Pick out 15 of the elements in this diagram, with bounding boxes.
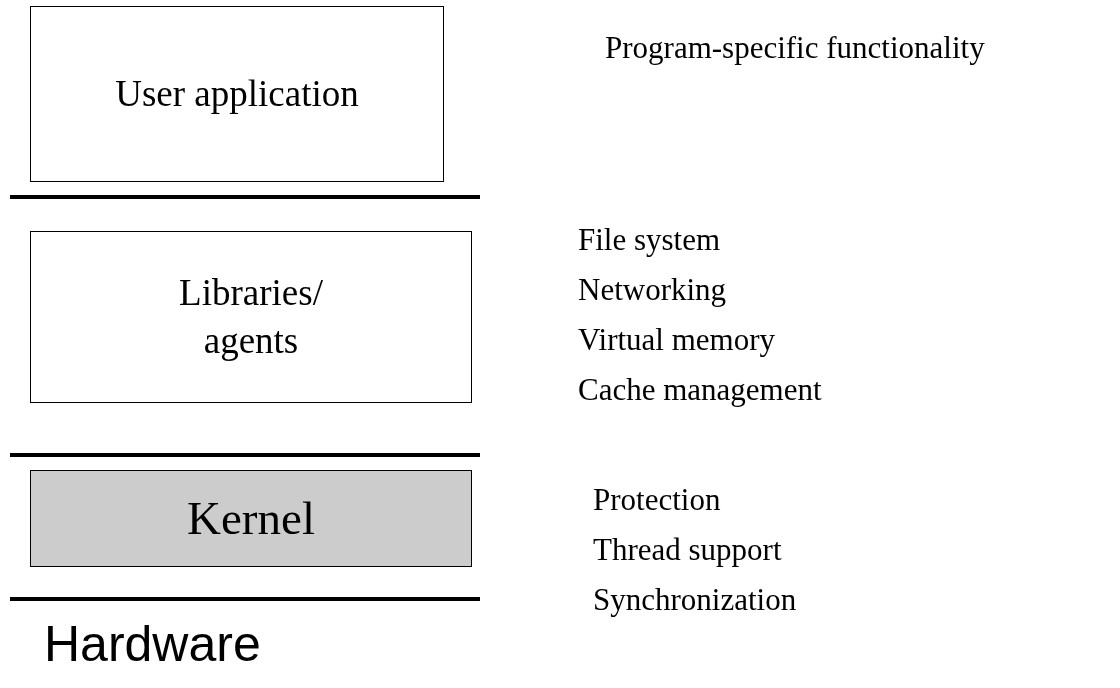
feature-text: Thread support [593,531,782,569]
shaded-layer-box [30,470,472,567]
layer-box [30,6,444,182]
layer-label: User application [115,71,359,116]
layer-box [30,231,472,403]
feature-text: Protection [593,481,721,519]
layer-label: Libraries/ agents [178,270,324,363]
feature-text: Virtual memory [578,321,775,359]
layer-label: Kernel [187,490,315,546]
feature-text: File system [578,221,721,259]
feature-text: Synchronization [593,581,797,619]
feature-text: Networking [578,271,727,309]
layer-label: Hardware [44,615,261,673]
feature-text: Program-specific functionality [605,30,985,66]
feature-text: Cache management [578,371,822,409]
